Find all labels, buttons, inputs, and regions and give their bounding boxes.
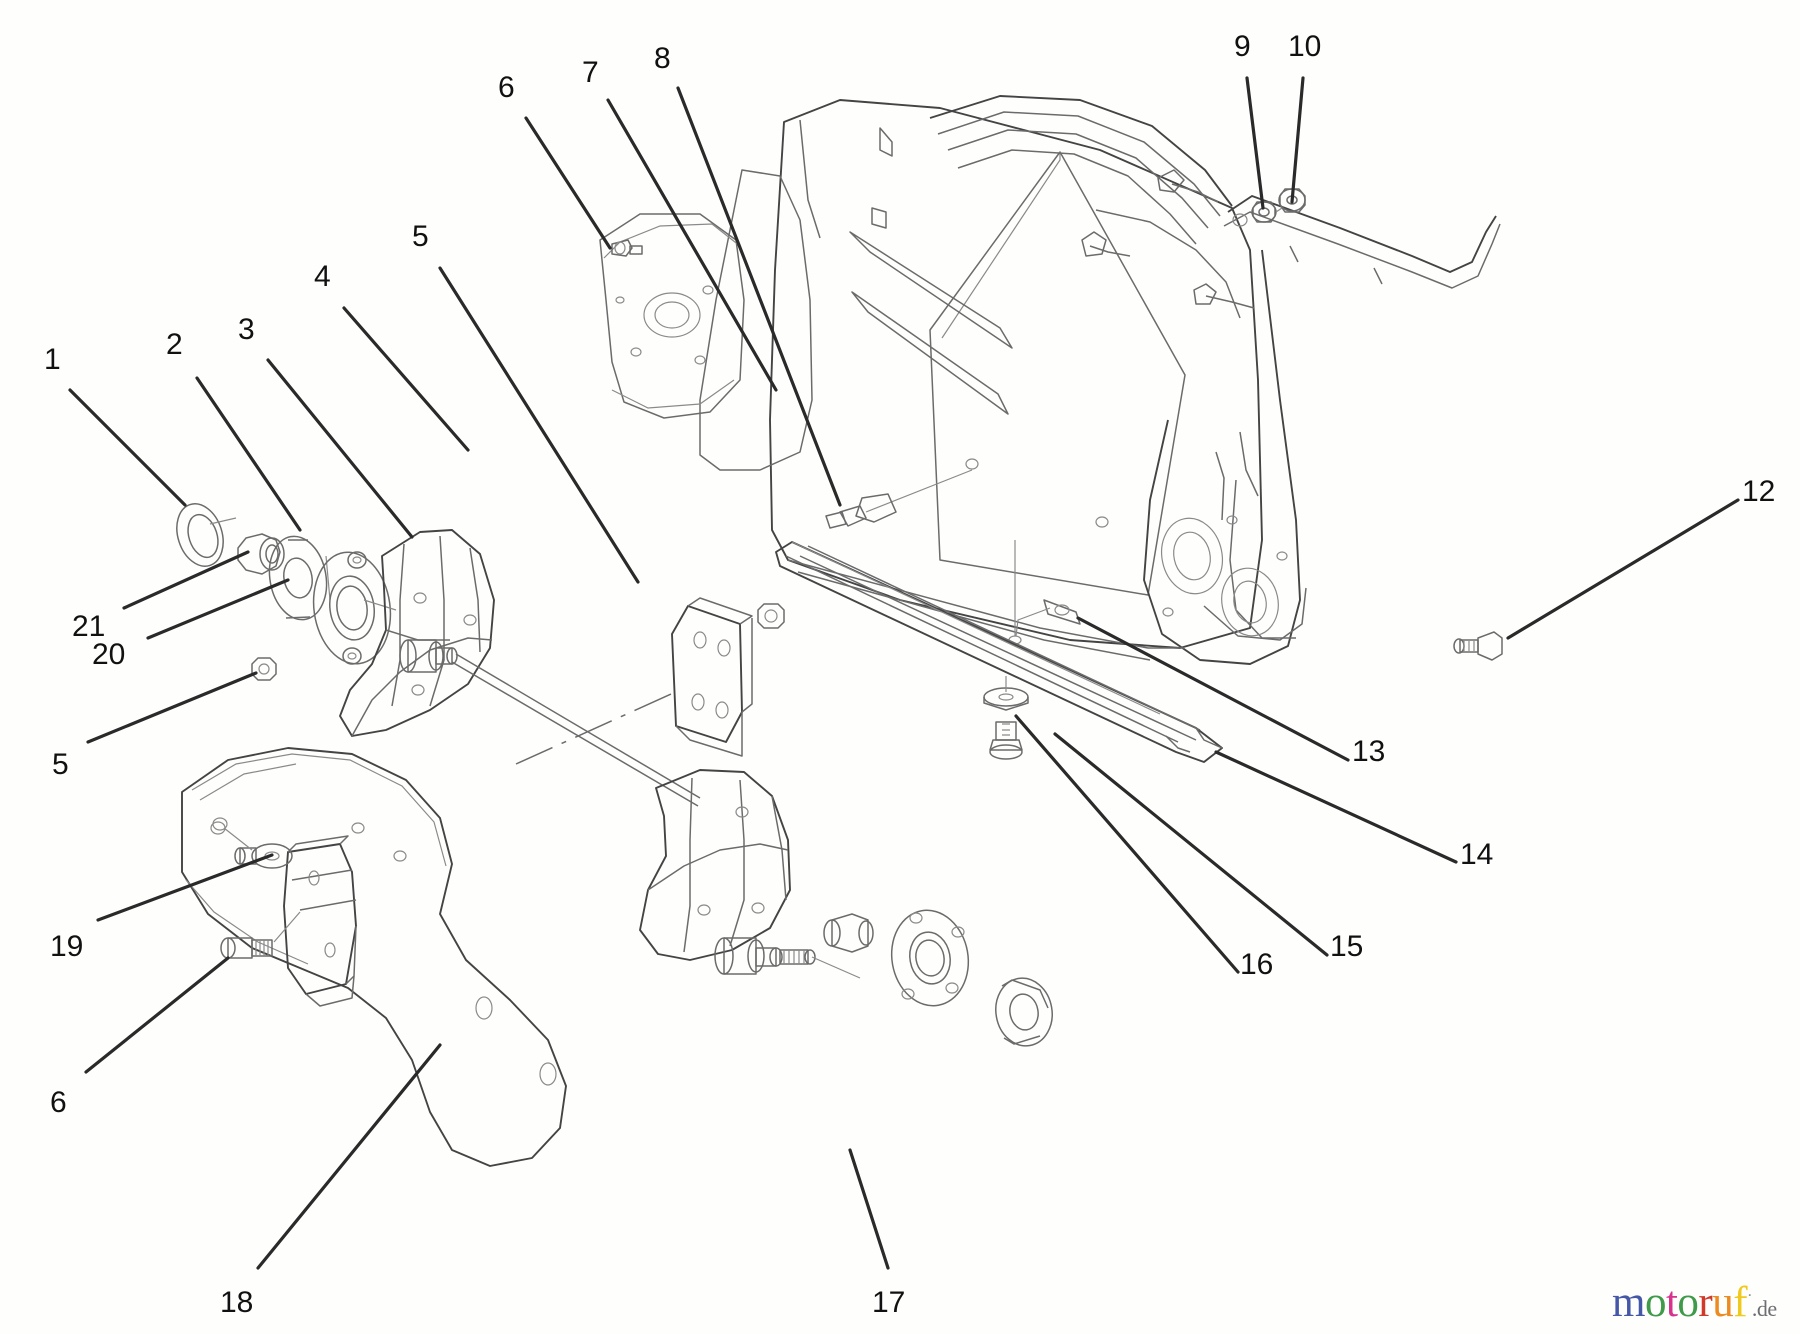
callout-number-5a: 5 [412, 220, 429, 253]
callout-number-1: 1 [44, 343, 61, 376]
callout-number-14: 14 [1460, 838, 1494, 871]
callout-leader-line-5b [86, 671, 258, 744]
watermark-letter-m-0: m [1612, 1279, 1645, 1326]
watermark-letter-u-5: u [1712, 1279, 1734, 1326]
callout-number-15: 15 [1330, 930, 1364, 963]
watermark-letter-o-3: o [1677, 1279, 1699, 1326]
watermark-letter-o-1: o [1644, 1279, 1667, 1326]
callout-leader-line-20 [146, 578, 290, 640]
left-hub-assembly [176, 503, 701, 807]
callout-leader-line-21 [122, 550, 250, 610]
callout-leader-line-2 [195, 376, 302, 532]
callout-number-19: 19 [50, 930, 84, 963]
section-dash-line [515, 689, 681, 765]
callout-leader-line-7 [606, 98, 778, 392]
callout-number-10: 10 [1288, 30, 1322, 63]
watermark-letter-f-6: f [1733, 1279, 1748, 1326]
callout-number-3: 3 [238, 313, 255, 346]
scraper-bar-group [775, 541, 1223, 763]
callout-leader-line-18 [256, 1043, 442, 1270]
callout-number-20: 20 [92, 638, 126, 671]
callout-leader-line-5a [438, 266, 640, 584]
callout-leader-line-19 [96, 853, 274, 922]
callout-leader-lines [68, 76, 1740, 1270]
curved-auger-blade [181, 747, 567, 1167]
callout-leader-line-15 [1053, 732, 1329, 957]
scraper-fasteners [983, 676, 1029, 760]
callout-leader-line-10 [1290, 76, 1305, 204]
watermark-accent-dot: · [1747, 1287, 1752, 1305]
callout-leader-line-8 [676, 86, 842, 507]
callout-number-17: 17 [872, 1286, 906, 1319]
callout-number-21: 21 [72, 610, 106, 643]
callout-number-2: 2 [166, 328, 183, 361]
callout-number-9: 9 [1234, 30, 1251, 63]
callout-leader-line-6b [84, 956, 230, 1074]
callout-number-7: 7 [582, 56, 599, 89]
callout-leader-line-6a [524, 116, 612, 250]
callout-leader-line-1 [68, 388, 187, 507]
callout-number-8: 8 [654, 42, 671, 75]
callout-leader-line-3 [266, 358, 414, 539]
callout-number-6b: 6 [50, 1086, 67, 1119]
center-bracket [671, 597, 785, 757]
callout-number-5b: 5 [52, 748, 69, 781]
callout-number-18: 18 [220, 1286, 254, 1319]
callout-leader-line-13 [1076, 616, 1350, 762]
callout-leader-line-16 [1014, 714, 1240, 974]
callout-leader-line-4 [342, 306, 470, 452]
watermark-letter-r-4: r [1698, 1279, 1713, 1326]
callout-leader-line-17 [848, 1148, 890, 1270]
bolt-12 [1453, 631, 1503, 661]
bolt-6a [611, 239, 643, 257]
auger-housing-group [599, 95, 1501, 665]
lower-rotor-assembly [639, 769, 1053, 1047]
callout-number-4: 4 [314, 260, 331, 293]
callout-number-12: 12 [1742, 475, 1776, 508]
callout-number-16: 16 [1240, 948, 1274, 981]
callout-leader-line-14 [1214, 750, 1458, 864]
callout-number-13: 13 [1352, 735, 1386, 768]
callout-leader-line-12 [1506, 498, 1740, 640]
watermark-letter-t-2: t [1665, 1279, 1678, 1326]
watermark-suffix: .de [1751, 1296, 1777, 1321]
callout-number-6a: 6 [498, 71, 515, 104]
motoruf-watermark: motoruf·.de [1612, 1278, 1777, 1327]
callout-leader-line-9 [1245, 76, 1265, 210]
